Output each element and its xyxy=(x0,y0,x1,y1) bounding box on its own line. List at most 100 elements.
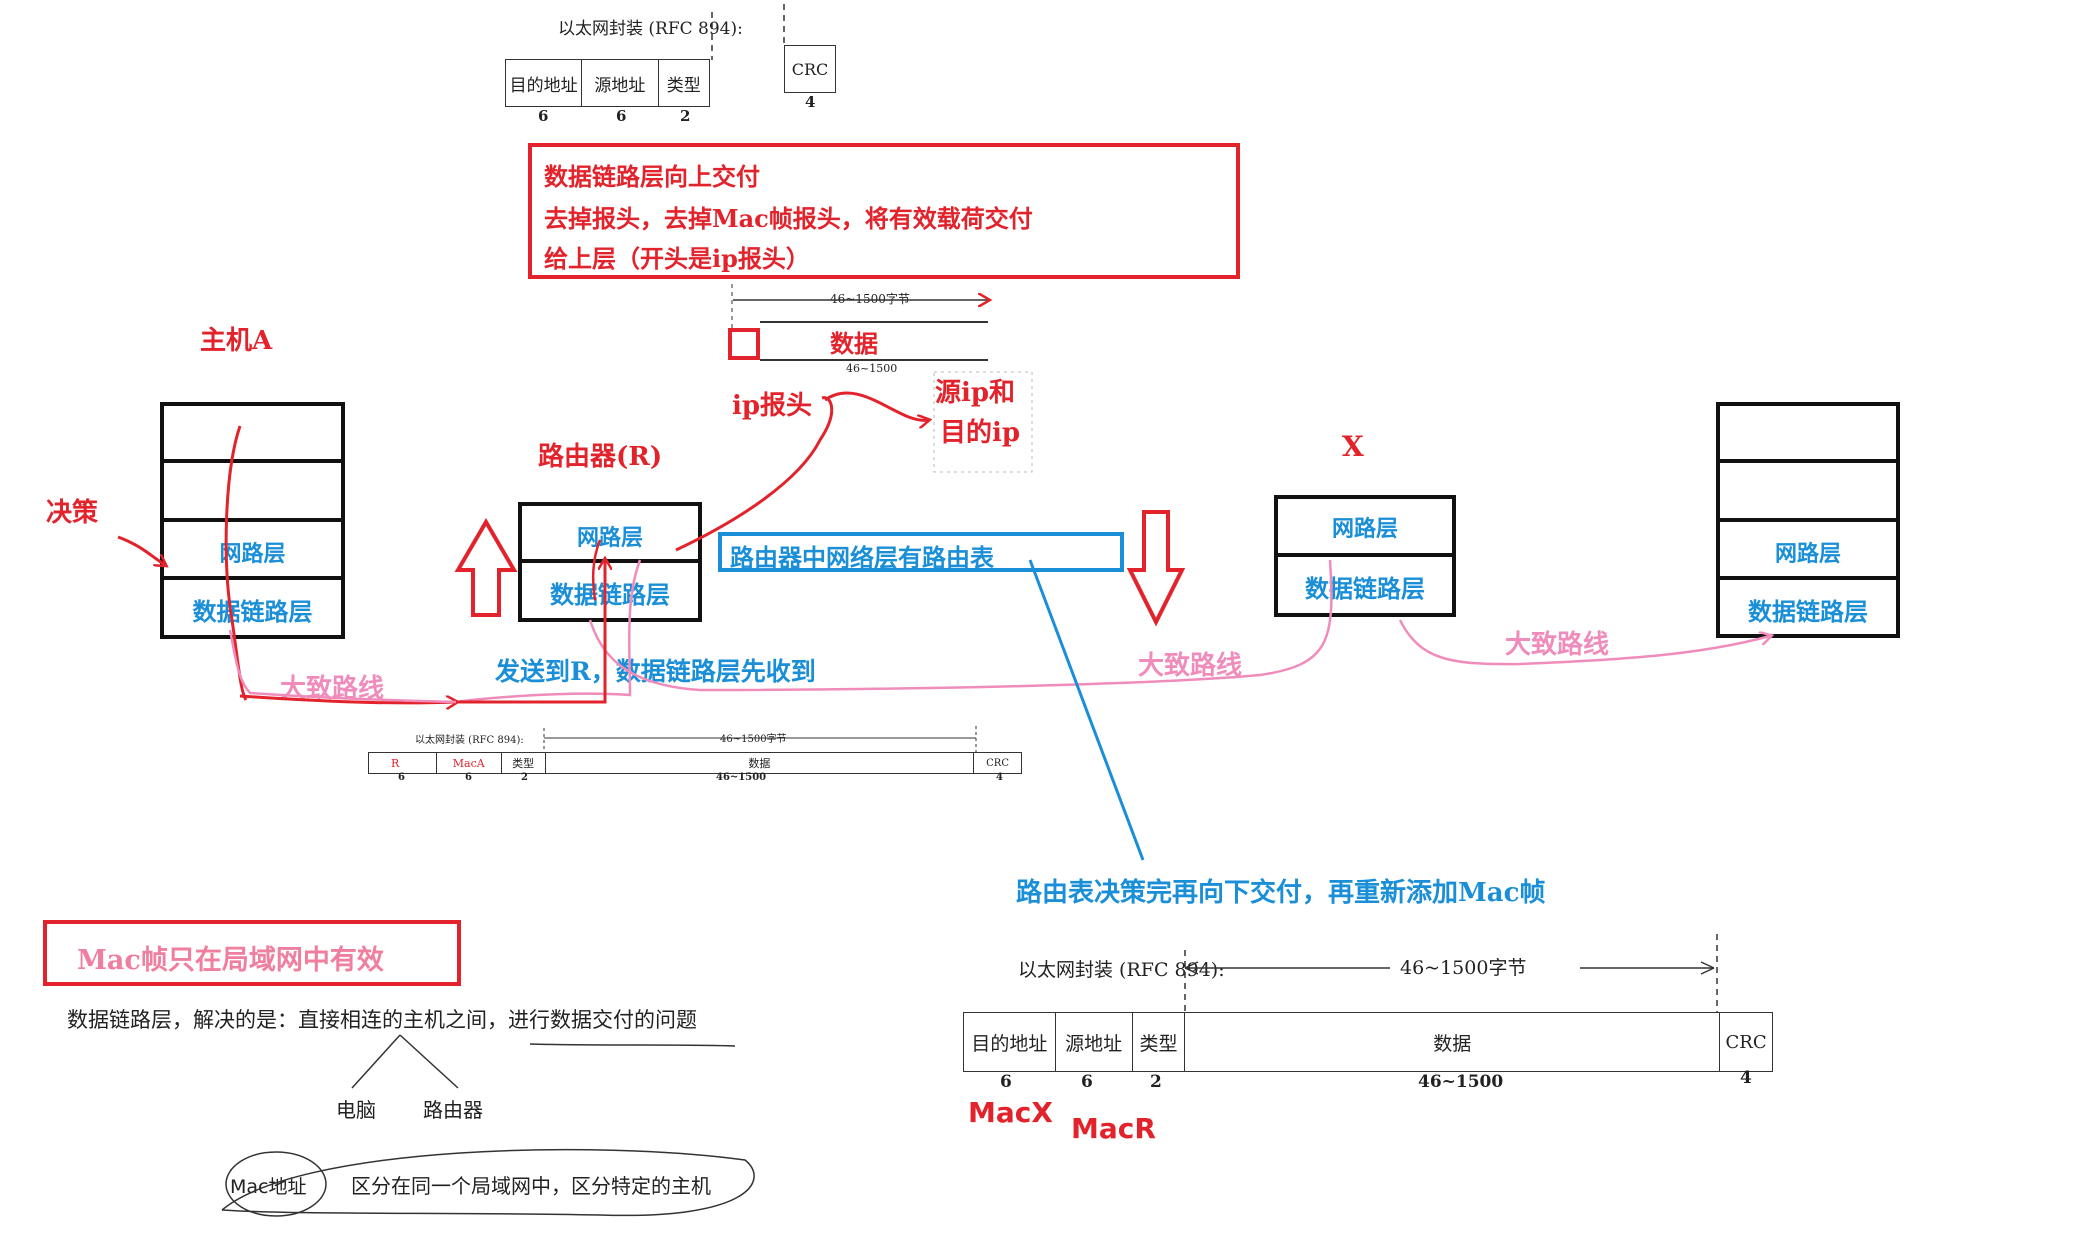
mid-frame-title: 以太网封装 (RFC 894): xyxy=(415,735,524,746)
bottom-frame-title: 以太网封装 (RFC 894): xyxy=(1018,959,1225,981)
bottom-frame-src: 源地址 xyxy=(1056,1013,1133,1071)
routing-decision-note: 路由表决策完再向下交付，再重新添加Mac帧 xyxy=(1016,878,1546,908)
ip-header-pointer-arrow xyxy=(675,396,834,552)
host-a-network-label: 网路层 xyxy=(219,541,286,567)
host-a-to-router-path xyxy=(239,694,456,703)
decision-label: 决策 xyxy=(46,498,99,528)
mid-frame: R MacA 类型 数据 CRC xyxy=(368,752,1022,774)
mac-address-circle xyxy=(225,1151,327,1217)
host-b-datalink-layer: 数据链路层 xyxy=(1720,580,1896,634)
deliver-up-line-2: 去掉报头，去掉Mac帧报头，将有效载荷交付 xyxy=(544,204,1033,233)
send-to-r-label: 发送到R，数据链路层先收到 xyxy=(495,657,816,686)
big-down-arrow xyxy=(1126,510,1186,627)
rough-route-label-3: 大致路线 xyxy=(1505,630,1610,660)
top-frame-type-field: 类型 xyxy=(666,75,701,96)
mid-frame-size-dst: 6 xyxy=(398,772,405,783)
pink-route-host-a xyxy=(228,629,457,704)
mid-frame-size-type: 2 xyxy=(521,772,528,783)
host-b-layer-transport xyxy=(1720,463,1896,522)
bottom-frame-size-type: 2 xyxy=(1150,1072,1162,1092)
mid-frame-crc: CRC xyxy=(986,757,1009,769)
bottom-frame-data: 数据 xyxy=(1185,1013,1721,1071)
src-dst-ip-label-1: 源ip和 xyxy=(935,378,1016,408)
decision-arrow xyxy=(117,535,165,565)
bottom-frame-dst: 目的地址 xyxy=(964,1013,1056,1071)
top-frame-size-dst: 6 xyxy=(538,107,549,125)
branch-computer: 电脑 xyxy=(336,1098,376,1122)
bottom-frame-size-src: 6 xyxy=(1081,1072,1093,1092)
bottom-frame-range-arrow-right xyxy=(1700,961,1715,975)
node-x-network-layer: 网路层 xyxy=(1278,499,1452,557)
branch-router: 路由器 xyxy=(423,1098,483,1122)
host-b-network-label: 网路层 xyxy=(1774,541,1841,567)
bottom-frame-range-arrow-left xyxy=(1184,961,1199,975)
router-internal-up xyxy=(591,539,602,601)
top-frame-size-src: 6 xyxy=(616,107,627,125)
mid-frame-dst-value: R xyxy=(391,756,400,770)
host-b-layer-app xyxy=(1720,406,1896,463)
node-x-datalink-layer: 数据链路层 xyxy=(1278,557,1452,613)
ip-header-label: ip报头 xyxy=(732,391,813,421)
datalink-explanation: 数据链路层，解决的是：直接相连的主机之间，进行数据交付的问题 xyxy=(67,1008,697,1032)
src-dst-ip-label-2: 目的ip xyxy=(940,418,1021,448)
ip-packet-range-label: 46~1500字节 xyxy=(830,292,910,306)
explanation-underline xyxy=(529,1043,736,1047)
mid-frame-src-value: MacA xyxy=(452,756,485,770)
mid-frame-range-label: 46~1500字节 xyxy=(720,734,787,745)
deliver-up-line-1: 数据链路层向上交付 xyxy=(544,162,760,191)
mid-frame-data: 数据 xyxy=(546,753,975,773)
pink-route-x-to-b xyxy=(1398,619,1770,666)
host-a-network-layer: 网路层 xyxy=(164,522,341,580)
top-frame-size-crc: 4 xyxy=(805,93,816,111)
host-a-datalink-layer: 数据链路层 xyxy=(164,580,341,635)
top-frame-size-type: 2 xyxy=(680,107,691,125)
routing-table-note: 路由器中网络层有路由表 xyxy=(730,543,994,572)
bottom-frame-size-dst: 6 xyxy=(1000,1072,1012,1092)
router-receive-path xyxy=(456,560,605,704)
mac-note-text: Mac帧只在局域网中有效 xyxy=(77,945,384,976)
src-dst-ip-pointer-arrow xyxy=(824,391,928,420)
branch-lines xyxy=(351,1034,459,1089)
rough-route-label-2: 大致路线 xyxy=(1138,651,1243,681)
mac-address-label: Mac地址 xyxy=(230,1176,307,1198)
host-b-network-layer: 网路层 xyxy=(1720,522,1896,580)
mid-frame-type: 类型 xyxy=(502,753,546,773)
routing-table-note-box: 路由器中网络层有路由表 xyxy=(718,532,1124,572)
bottom-frame-size-data: 46~1500 xyxy=(1418,1072,1504,1092)
node-x-title: X xyxy=(1342,430,1364,463)
bottom-frame-src-mac: MacR xyxy=(1071,1112,1156,1145)
top-frame-crc: CRC xyxy=(784,45,836,93)
router-datalink-layer: 数据链路层 xyxy=(522,563,698,618)
host-b-datalink-label: 数据链路层 xyxy=(1748,597,1868,626)
top-frame-dst-field: 目的地址 xyxy=(506,60,583,106)
node-x-network-label: 网路层 xyxy=(1331,516,1398,542)
bottom-frame-size-crc: 4 xyxy=(1740,1068,1752,1088)
routing-decision-connector xyxy=(1028,559,1145,861)
pink-route-router-down xyxy=(588,559,1333,692)
bottom-frame-crc: CRC xyxy=(1725,1031,1767,1053)
node-x-stack: 网路层 数据链路层 xyxy=(1274,495,1456,617)
mac-note-box: Mac帧只在局域网中有效 xyxy=(43,920,461,986)
top-frame-title: 以太网封装 (RFC 894): xyxy=(558,19,743,39)
bottom-frame-type: 类型 xyxy=(1133,1013,1186,1071)
host-a-down-path xyxy=(224,425,248,701)
mid-frame-size-src: 6 xyxy=(465,772,472,783)
deliver-up-note-box: 数据链路层向上交付 去掉报头，去掉Mac帧报头，将有效载荷交付 给上层（开头是i… xyxy=(528,143,1240,279)
host-b-stack: 网路层 数据链路层 xyxy=(1716,402,1900,638)
ip-header-table-fragment xyxy=(933,371,1033,473)
top-frame-header: 目的地址 源地址 类型 xyxy=(505,59,710,107)
host-a-datalink-label: 数据链路层 xyxy=(192,597,313,626)
host-a-layer-transport xyxy=(164,463,341,522)
host-a-stack: 网路层 数据链路层 xyxy=(160,402,345,639)
node-x-datalink-label: 数据链路层 xyxy=(1305,574,1425,603)
mac-address-desc: 区分在同一个局域网中，区分特定的主机 xyxy=(351,1174,711,1198)
mac-address-desc-loop xyxy=(221,1148,755,1217)
router-title: 路由器(R) xyxy=(538,442,663,472)
ip-packet-header-box xyxy=(728,328,760,360)
top-frame-src-field: 源地址 xyxy=(582,60,659,106)
host-a-layer-app xyxy=(164,406,341,463)
mid-frame-dst: R xyxy=(369,753,437,773)
mid-frame-size-crc: 4 xyxy=(996,772,1003,783)
router-datalink-label: 数据链路层 xyxy=(550,580,670,609)
pink-route-main xyxy=(455,559,642,704)
